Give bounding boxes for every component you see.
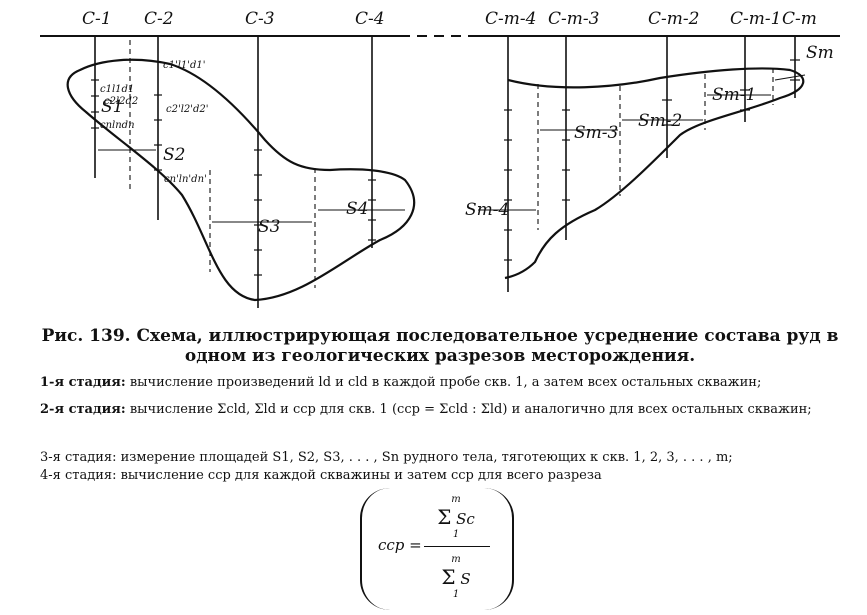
ore-body-left <box>66 58 416 302</box>
sample-label: c1l1d1 <box>100 84 134 95</box>
well-label: С-m-1 <box>730 9 781 29</box>
legend-stage-2: 2-я стадия: вычисление Σcld, Σld и cср д… <box>40 402 840 418</box>
area-label: S1 <box>101 97 123 117</box>
formula-upper-den: m <box>451 554 461 565</box>
final-formula: cср = m Σ Sc 1 m Σ S 1 <box>360 488 514 610</box>
area-dividers <box>129 40 774 288</box>
formula-lower: 1 <box>452 529 460 540</box>
geological-section-diagram: С-1 С-2 С-3 С-4 С-m-4 С-m-3 С-m-2 С-m-1 … <box>40 9 840 308</box>
well-label: С-m <box>782 9 817 29</box>
legend-stage-4: 4-я стадия: вычисление cср для каждой ск… <box>40 468 840 484</box>
stage2-formula: (cср = Σcld : Σld) <box>391 402 508 417</box>
formula-lower-den: 1 <box>452 589 460 600</box>
wells-right <box>507 36 796 292</box>
figure-caption: Рис. 139. Схема, иллюстрирующая последов… <box>40 326 840 366</box>
stage2-text-b: для скв. 1 <box>315 402 388 417</box>
numerator-text: Sc <box>456 510 475 528</box>
well-ticks-right <box>504 59 800 261</box>
area-label: S4 <box>346 199 368 219</box>
well-labels: С-1 С-2 С-3 С-4 С-m-4 С-m-3 С-m-2 С-m-1 … <box>82 9 817 29</box>
area-label: Sm-2 <box>638 111 682 131</box>
area-label: Sm-3 <box>574 123 618 143</box>
sample-label: cn'ln'dn' <box>164 174 207 185</box>
sample-label: cnlndn <box>100 120 135 131</box>
well-label: С-2 <box>144 9 174 29</box>
stage4-text: 4-я стадия: вычисление cср для каждой ск… <box>40 468 602 483</box>
formula-upper: m <box>451 494 461 505</box>
stage2-label: 2-я стадия: <box>40 402 126 417</box>
denominator-text: S <box>460 570 471 588</box>
legend-stage-3: 3-я стадия: измерение площадей S1, S2, S… <box>40 450 840 466</box>
stage2-text-a: вычисление <box>125 402 213 417</box>
legend-stage-1: 1-я стадия: вычисление произведений ld и… <box>40 375 840 391</box>
well-label: С-3 <box>245 9 275 29</box>
area-labels: S1 S2 S3 S4 Sm-4 Sm-3 Sm-2 Sm-1 Sm <box>101 43 834 237</box>
stage3-text: 3-я стадия: измерение площадей S1, S2, S… <box>40 450 733 465</box>
sum-cld: Σcld, Σld и cср <box>217 402 316 417</box>
stage1-text: вычисление произведений ld и cld в каждо… <box>125 375 762 390</box>
ore-body-right <box>504 67 805 280</box>
wells-left <box>94 36 373 308</box>
sample-label: c2l2d2 <box>104 96 138 107</box>
stage2-text-c: и аналогично для всех остальных скважин; <box>507 402 812 417</box>
area-arrows <box>98 74 806 223</box>
sample-label: c2'l2'd2' <box>166 104 209 115</box>
well-label: С-m-3 <box>548 9 599 29</box>
formula-denominator: m Σ S 1 <box>436 554 476 600</box>
caption-title: Рис. 139. Схема, иллюстрирующая последов… <box>41 326 839 366</box>
sample-labels: c1l1d1 c2l2d2 cnlndn c1'l1'd1' c2'l2'd2'… <box>100 60 209 185</box>
area-label: Sm <box>806 43 834 63</box>
fraction-bar <box>424 546 490 547</box>
formula-lhs: cср = <box>378 536 422 554</box>
stage1-label: 1-я стадия: <box>40 375 126 390</box>
area-label: Sm-1 <box>712 85 756 105</box>
well-label: С-m-4 <box>485 9 536 29</box>
well-label: С-1 <box>82 9 112 29</box>
well-label: С-m-2 <box>648 9 699 29</box>
area-label: S2 <box>163 145 185 165</box>
well-label: С-4 <box>355 9 385 29</box>
sample-label: c1'l1'd1' <box>163 60 206 71</box>
well-ticks-left <box>91 79 376 276</box>
area-label: Sm-4 <box>465 200 509 220</box>
formula-numerator: m Σ Sc 1 <box>437 494 475 540</box>
area-label: S3 <box>258 217 280 237</box>
